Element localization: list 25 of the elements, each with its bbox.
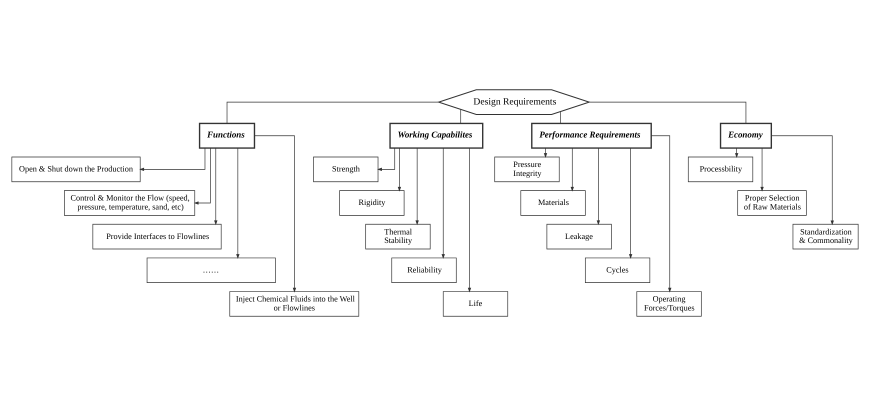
node-box: Performance Requirements xyxy=(531,122,652,149)
arrow xyxy=(468,148,472,293)
arrow xyxy=(544,148,548,158)
arrow xyxy=(377,148,396,172)
arrow xyxy=(570,148,574,192)
arrow xyxy=(236,148,240,259)
arrow xyxy=(651,135,672,293)
arrow xyxy=(628,148,632,259)
arrow xyxy=(139,148,206,172)
node-box: Working Capabilites xyxy=(389,122,484,149)
connector xyxy=(560,111,561,124)
connector xyxy=(226,102,439,124)
arrow xyxy=(771,135,834,226)
arrow xyxy=(442,148,445,259)
node-box: Functions xyxy=(198,122,256,149)
arrow xyxy=(194,148,211,205)
node-box: Economy xyxy=(720,122,772,149)
arrow xyxy=(214,148,218,226)
arrow xyxy=(760,148,764,192)
arrow xyxy=(415,148,419,226)
connector xyxy=(460,109,462,124)
connector xyxy=(588,102,746,124)
arrow xyxy=(596,148,600,226)
arrow xyxy=(398,148,402,192)
arrow xyxy=(254,135,296,293)
